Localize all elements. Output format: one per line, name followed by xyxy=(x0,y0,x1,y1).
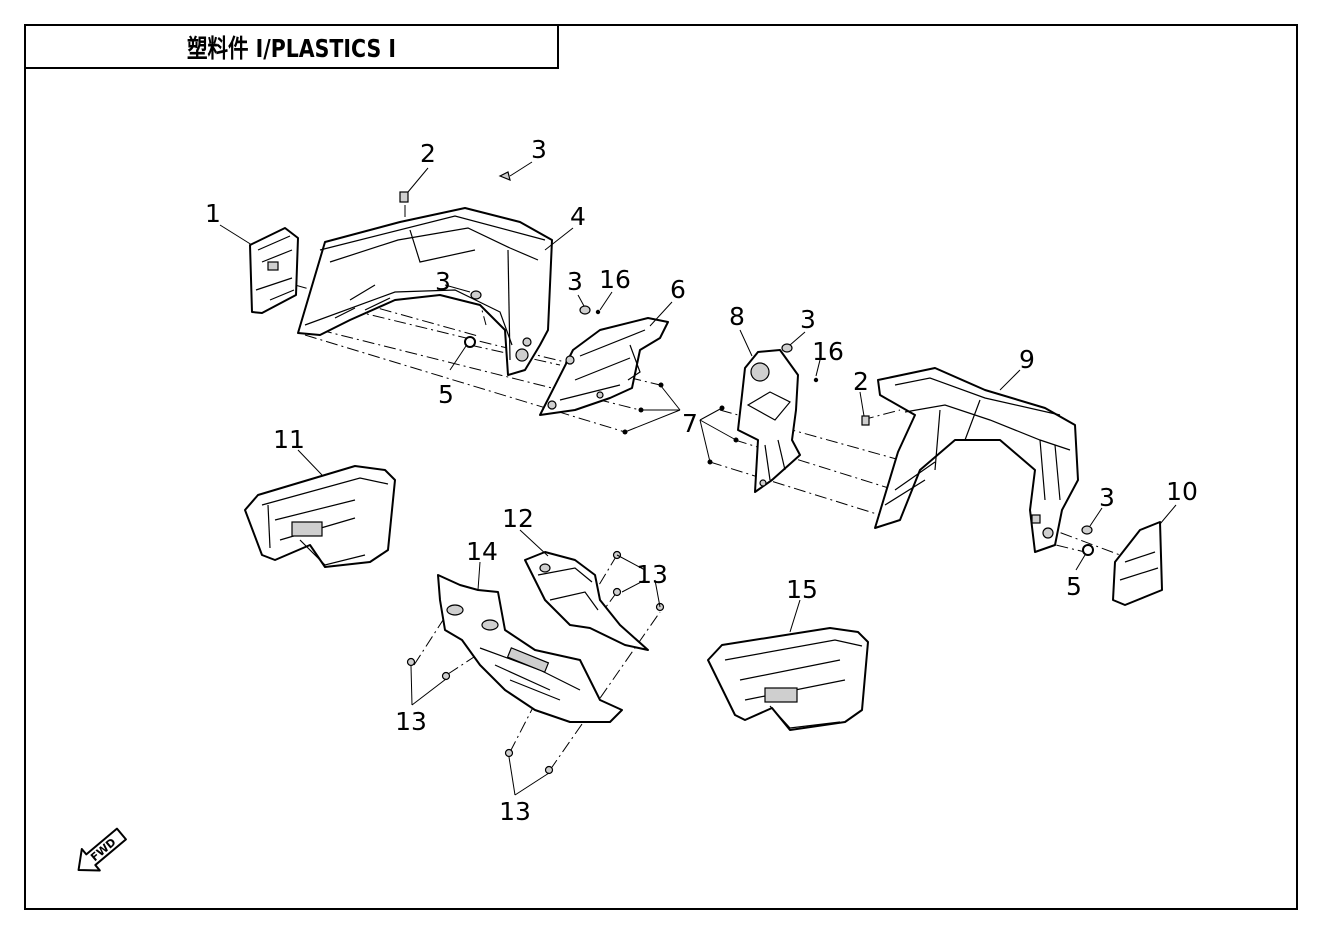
callout-5: 5 xyxy=(1066,572,1082,601)
callout-16: 16 xyxy=(599,265,631,294)
callout-3: 3 xyxy=(567,267,583,296)
forward-direction-arrow-icon: FWD xyxy=(77,827,127,872)
part-10-rear-panel xyxy=(1112,521,1163,606)
screw-16-left xyxy=(595,309,601,315)
clip-2-front xyxy=(399,191,409,203)
nut-3-right xyxy=(781,343,793,353)
callout-13: 13 xyxy=(395,707,427,736)
callout-14: 14 xyxy=(466,537,498,566)
callout-16: 16 xyxy=(812,337,844,366)
part-1-front-panel xyxy=(249,227,299,314)
callout-7: 7 xyxy=(682,409,698,438)
part-4-front-fender xyxy=(297,207,553,376)
callout-9: 9 xyxy=(1019,345,1035,374)
callout-1: 1 xyxy=(205,199,221,228)
title-block: 塑料件 Ⅰ/PLASTICS Ⅰ xyxy=(24,24,559,69)
callout-11: 11 xyxy=(273,425,305,454)
leader-lines xyxy=(219,161,1177,796)
part-11-footwell xyxy=(244,465,396,568)
callout-8: 8 xyxy=(729,302,745,331)
callout-4: 4 xyxy=(570,202,586,231)
nut-3-mid xyxy=(470,290,482,300)
nut-3-rear xyxy=(1081,525,1093,535)
screw-3-top xyxy=(498,171,511,181)
callout-13: 13 xyxy=(499,797,531,826)
part-6-side-panel xyxy=(539,317,669,416)
part-12-console xyxy=(524,551,649,651)
callout-2: 2 xyxy=(853,367,869,396)
callout-13: 13 xyxy=(636,560,668,589)
grommet-5-rear xyxy=(1082,544,1094,556)
callout-2: 2 xyxy=(420,139,436,168)
nut-3-panel xyxy=(579,305,591,315)
diagram-title: 塑料件 Ⅰ/PLASTICS Ⅰ xyxy=(186,33,397,63)
drawing-border xyxy=(24,24,1298,910)
grommet-5-front xyxy=(464,336,476,348)
callout-labels: 1 2 3 4 3 5 3 16 6 8 3 16 7 2 9 11 12 14… xyxy=(205,135,1198,826)
clip-2-rear xyxy=(861,415,870,426)
fasteners xyxy=(399,171,1094,775)
callout-12: 12 xyxy=(502,504,534,533)
part-15-footwell xyxy=(707,627,869,731)
part-9-rear-fender xyxy=(874,367,1079,553)
callout-3: 3 xyxy=(800,305,816,334)
part-14-lower-cover xyxy=(437,574,623,723)
part-8-side-panel xyxy=(737,349,801,493)
callout-5: 5 xyxy=(438,380,454,409)
callout-6: 6 xyxy=(670,275,686,304)
callout-3: 3 xyxy=(531,135,547,164)
callout-15: 15 xyxy=(786,575,818,604)
callout-10: 10 xyxy=(1166,477,1198,506)
callout-3: 3 xyxy=(435,267,451,296)
screw-16-right xyxy=(813,377,819,383)
callout-3: 3 xyxy=(1099,483,1115,512)
